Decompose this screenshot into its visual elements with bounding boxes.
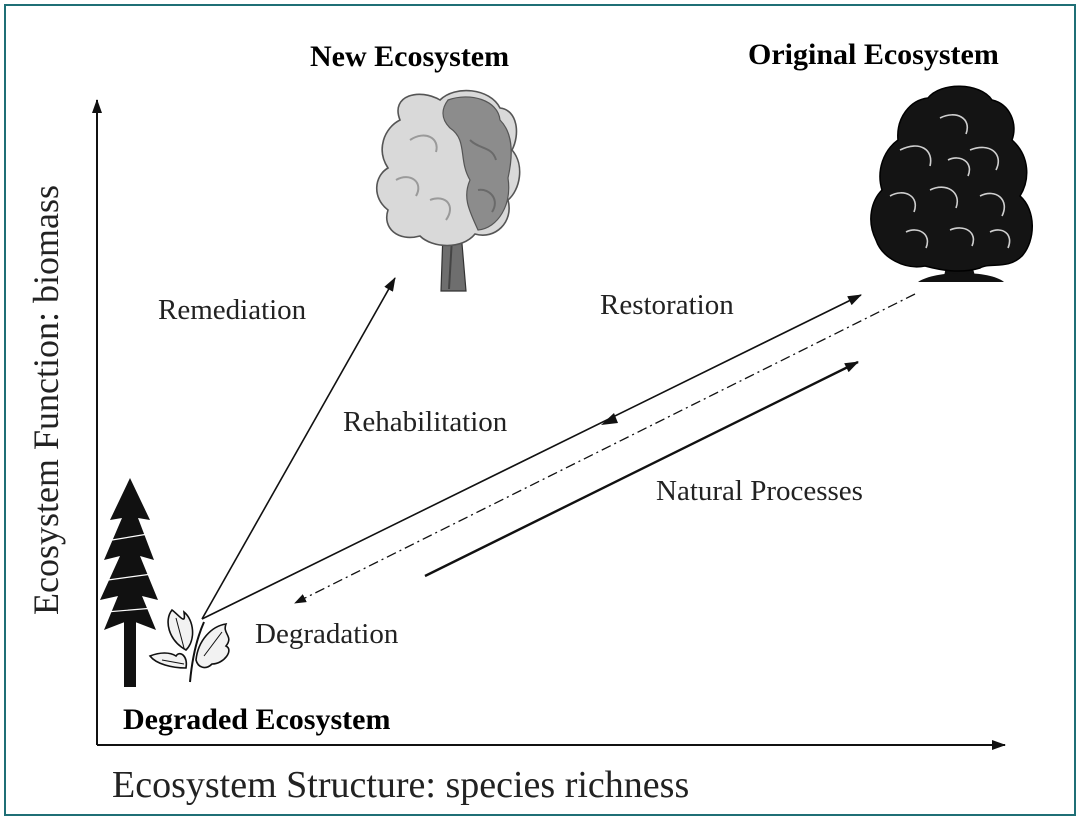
restoration-label: Restoration — [600, 289, 734, 321]
remediation-label: Remediation — [158, 294, 307, 326]
original-ecosystem-tree-icon — [870, 85, 1033, 282]
natural-processes-label: Natural Processes — [656, 475, 863, 507]
natural-processes-arrow — [424, 360, 859, 578]
degraded-conifer-icon — [100, 478, 158, 687]
degradation-label: Degradation — [255, 618, 399, 650]
rehabilitation-arrowhead — [601, 413, 618, 425]
new-ecosystem-title: New Ecosystem — [310, 40, 509, 73]
y-axis-label: Ecosystem Function: biomass — [26, 185, 66, 615]
degraded-plant-icon — [148, 608, 230, 683]
original-ecosystem-title: Original Ecosystem — [748, 38, 999, 71]
rehabilitation-label: Rehabilitation — [343, 406, 508, 438]
degraded-ecosystem-title: Degraded Ecosystem — [123, 703, 390, 736]
new-ecosystem-tree-icon — [375, 89, 521, 292]
restoration-arrow — [201, 294, 862, 620]
x-axis-label: Ecosystem Structure: species richness — [112, 764, 689, 806]
remediation-arrow — [201, 277, 396, 620]
degradation-arrow — [294, 293, 916, 604]
